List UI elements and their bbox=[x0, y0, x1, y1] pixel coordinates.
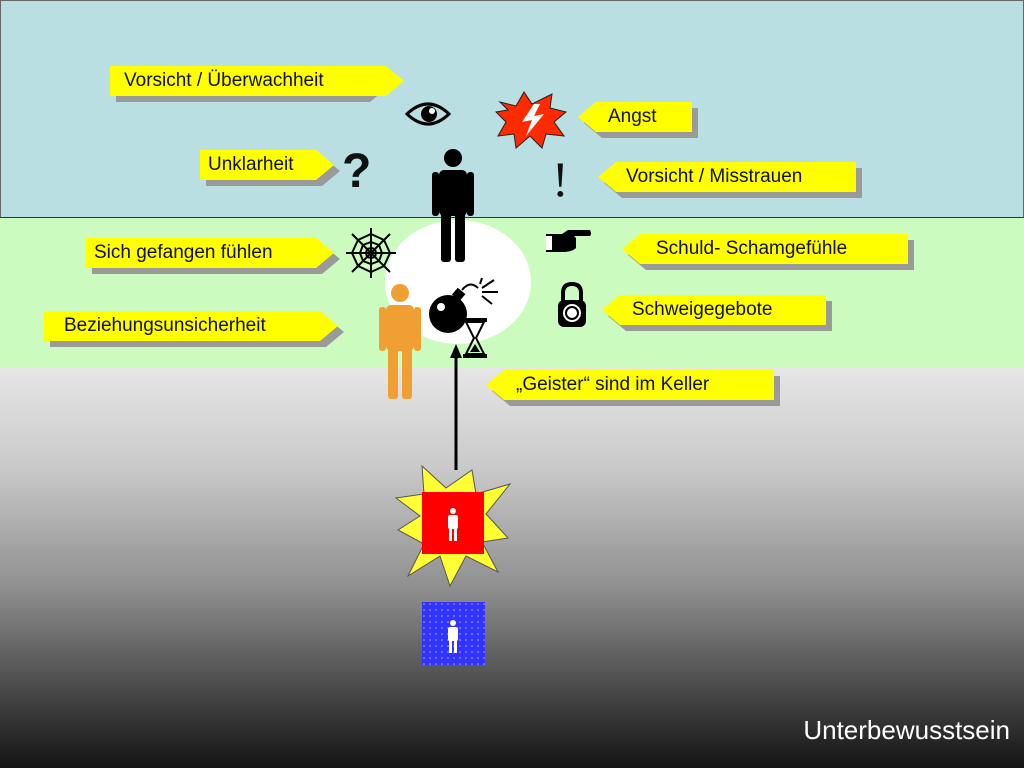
hourglass-icon bbox=[463, 318, 487, 358]
eye-icon bbox=[404, 102, 452, 126]
padlock-icon bbox=[558, 282, 586, 327]
blue-box-person-icon bbox=[422, 602, 485, 665]
red-box-person-icon bbox=[394, 464, 512, 588]
tag-label: Beziehungsunsicherheit bbox=[64, 315, 266, 336]
tag-label: Vorsicht / Überwachheit bbox=[124, 70, 324, 91]
bottom-layer bbox=[0, 368, 1024, 768]
tag-label: Vorsicht / Misstrauen bbox=[626, 166, 803, 187]
tag-unklarheit: Unklarheit bbox=[200, 150, 340, 182]
orange-person-icon bbox=[379, 284, 421, 399]
tag-beziehungsunsicherheit: Beziehungsunsicherheit bbox=[44, 311, 344, 343]
tag-label: Schuld- Schamgefühle bbox=[656, 238, 848, 259]
tag-sich-gefangen-fuehlen: Sich gefangen fühlen bbox=[86, 238, 340, 270]
tag-label: Sich gefangen fühlen bbox=[94, 242, 273, 263]
spiderweb-icon bbox=[346, 228, 396, 278]
caption-unterbewusstsein: Unterbewusstsein bbox=[803, 715, 1010, 745]
tag-schuld-schamgefuehle: Schuld- Schamgefühle bbox=[622, 234, 914, 270]
tag-vorsicht-misstrauen: Vorsicht / Misstrauen bbox=[598, 162, 862, 198]
pointing-hand-icon bbox=[546, 230, 591, 252]
exclamation-icon: ! bbox=[552, 151, 569, 207]
bomb-icon bbox=[429, 278, 498, 333]
person-icon bbox=[432, 149, 474, 262]
tag-label: Angst bbox=[608, 106, 657, 127]
tag-schweigegebote: Schweigegebote bbox=[602, 295, 832, 331]
question-icon: ? bbox=[342, 145, 372, 198]
tag-label: „Geister“ sind im Keller bbox=[516, 374, 710, 395]
tag-label: Unklarheit bbox=[208, 154, 294, 175]
tag-label: Schweigegebote bbox=[632, 299, 773, 320]
upward-arrow bbox=[450, 344, 462, 470]
flash-icon bbox=[494, 91, 568, 149]
tag-angst: Angst bbox=[578, 102, 698, 138]
tag-vorsicht-ueberwachheit: Vorsicht / Überwachheit bbox=[110, 66, 388, 98]
tag-geister-im-keller: „Geister“ sind im Keller bbox=[486, 370, 780, 406]
